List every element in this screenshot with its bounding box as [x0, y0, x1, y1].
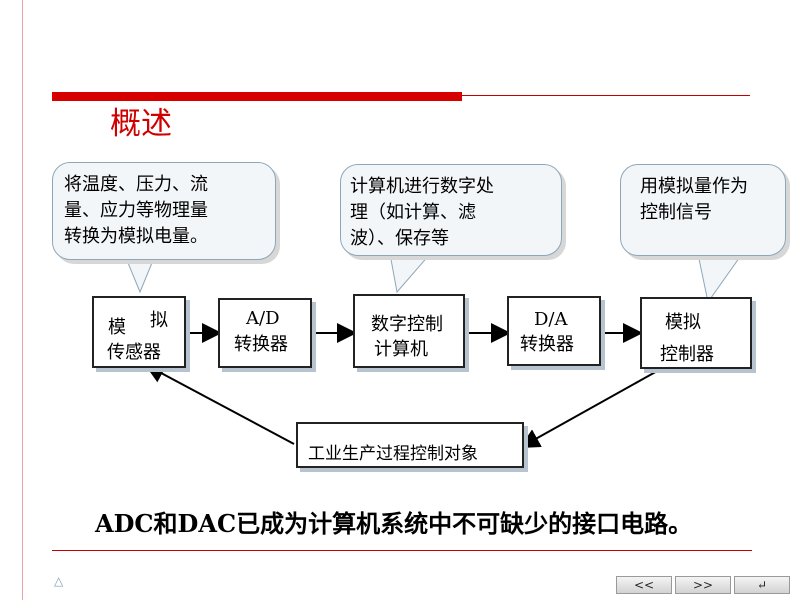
- callout-2-text: 计算机进行数字处 理（如计算、滤 波）、保存等: [350, 176, 494, 249]
- callout-digital-processing: [340, 164, 562, 256]
- callout-analog-control: [620, 164, 786, 256]
- block-da-converter: [507, 296, 601, 366]
- slide-title: 概述: [110, 106, 172, 142]
- callout-1-text: 将温度、压力、流 量、应力等物理量 转换为模拟电量。: [64, 174, 208, 247]
- callout-3-text: 用模拟量作为 控制信号: [640, 176, 748, 223]
- block-ad-line2: 转换器: [234, 334, 288, 355]
- block-computer-line1: 数字控制: [371, 314, 443, 335]
- block-da-line2: 转换器: [520, 334, 574, 355]
- block-sensor-label: 传感器: [107, 342, 161, 363]
- return-button[interactable]: ↵: [734, 576, 790, 594]
- block-da-line1: D/A: [534, 309, 568, 330]
- title-accent-bar: [52, 92, 462, 101]
- arrow-controller-to-plant: [519, 364, 669, 448]
- block-sensor-char-1: 模: [108, 317, 126, 338]
- block-analog-controller: [640, 297, 752, 369]
- block-digital-computer: [353, 294, 465, 368]
- block-ad-line1: A/D: [246, 308, 280, 329]
- callout-3-pointer: [697, 253, 743, 304]
- previous-slide-button[interactable]: <<: [616, 576, 672, 594]
- callout-2-pointer: [389, 253, 432, 294]
- block-process-label: 工业生产过程控制对象: [308, 444, 478, 464]
- block-controller-line1: 模拟: [665, 312, 701, 333]
- left-margin-line: [22, 0, 23, 600]
- callout-1-pointer: [125, 257, 155, 294]
- block-ad-converter: [218, 298, 312, 368]
- callout-physical-to-analog: [52, 162, 276, 260]
- footer-divider: [52, 550, 752, 551]
- slide-conclusion: ADC和DAC已成为计算机系统中不可缺少的接口电路。: [95, 509, 693, 538]
- block-industrial-process: [296, 422, 524, 468]
- arrow-plant-to-sensor: [144, 364, 295, 445]
- block-controller-line2: 控制器: [660, 344, 714, 365]
- title-accent-line: [462, 95, 750, 96]
- block-computer-line2: 计算机: [374, 339, 428, 360]
- triangle-home-icon[interactable]: △: [54, 574, 64, 588]
- block-sensor: [92, 296, 186, 368]
- block-sensor-char-2: 拟: [150, 310, 168, 331]
- next-slide-button[interactable]: >>: [675, 576, 731, 594]
